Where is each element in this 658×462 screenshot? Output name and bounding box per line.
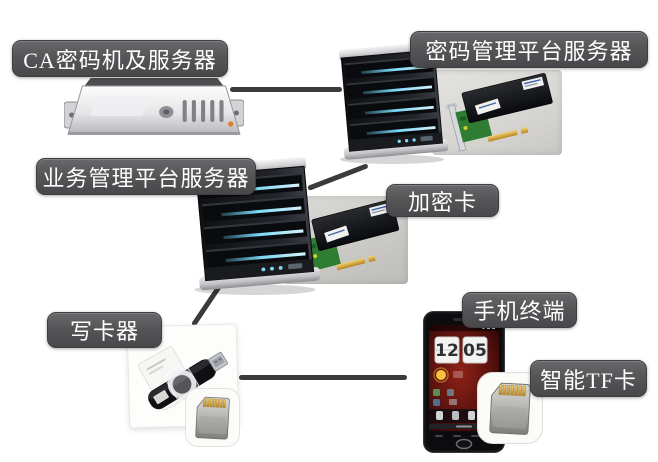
usb-card-reader-icon — [137, 346, 228, 411]
connector-cardwriter-to-phone — [239, 375, 407, 380]
microsd-card-icon — [185, 388, 240, 447]
rack-server-icon — [64, 78, 244, 135]
usb-plug-icon — [208, 351, 228, 372]
card-writer-photo — [126, 323, 240, 429]
flip-clock-widget: 12 05 — [434, 336, 488, 364]
label-phone-terminal: 手机终端 — [462, 292, 577, 328]
label-ca-server-text: CA密码机及服务器 — [23, 47, 217, 73]
label-encryption-card-text: 加密卡 — [407, 189, 477, 215]
label-smart-tf-card: 智能TF卡 — [530, 360, 647, 397]
label-biz-mgmt-server: 业务管理平台服务器 — [36, 158, 256, 195]
label-pwd-mgmt-server: 密码管理平台服务器 — [410, 31, 648, 68]
label-ca-server: CA密码机及服务器 — [12, 40, 228, 77]
power-led — [228, 121, 234, 127]
optical-trackpad — [455, 438, 473, 450]
label-card-writer-text: 写卡器 — [69, 319, 139, 344]
ca-server-image — [64, 78, 244, 142]
writer-microsd-image — [185, 388, 240, 447]
connector-ca-to-pwdserver — [230, 87, 342, 92]
clock-minute: 05 — [463, 341, 487, 361]
clock-hour: 12 — [435, 341, 459, 361]
sun-icon — [433, 367, 449, 383]
label-phone-terminal-text: 手机终端 — [473, 299, 566, 324]
label-card-writer: 写卡器 — [47, 312, 162, 348]
pcie-card-photo-top — [432, 70, 562, 155]
label-encryption-card: 加密卡 — [386, 184, 499, 217]
capacitive-buttons — [435, 435, 495, 437]
label-smart-tf-card-text: 智能TF卡 — [540, 367, 637, 393]
pcie-card-icon — [442, 72, 560, 153]
label-biz-mgmt-server-text: 业务管理平台服务器 — [42, 165, 250, 191]
label-pwd-mgmt-server-text: 密码管理平台服务器 — [425, 38, 633, 64]
